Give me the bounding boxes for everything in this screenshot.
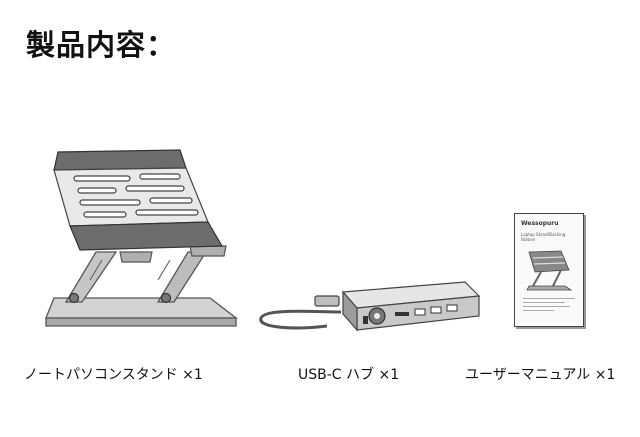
product-caption-user-manual: ユーザーマニュアル ×1 (465, 367, 616, 383)
page-title: 製品内容： (26, 28, 177, 62)
manual-brand: Wessopuru (521, 220, 559, 227)
laptop-stand-illustration (45, 149, 238, 327)
user-manual-illustration: Wessopuru Laptop Stand/Docking Station (514, 213, 584, 327)
manual-cover-stand-icon (526, 250, 573, 291)
product-caption-usb-c-hub: USB-C ハブ ×1 (298, 367, 400, 383)
manual-subtitle: Laptop Stand/Docking Station (521, 232, 566, 242)
product-caption-laptop-stand: ノートパソコンスタンド ×1 (24, 367, 203, 383)
manual-text-lines (523, 298, 575, 311)
usb-c-hub-illustration (259, 281, 481, 332)
